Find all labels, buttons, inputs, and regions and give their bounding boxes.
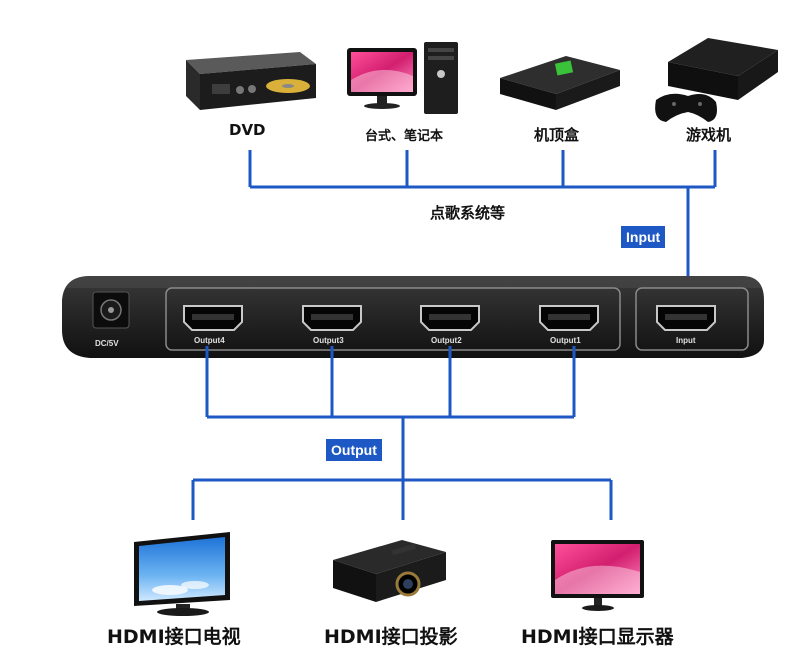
- input-port-frame: [635, 287, 749, 351]
- monitor-image: [551, 540, 644, 611]
- game-console-image: [655, 38, 778, 122]
- port-label-output3: Output3: [313, 336, 344, 345]
- output-badge: Output: [326, 439, 382, 461]
- port-label-output4: Output4: [194, 336, 225, 345]
- desktop-pc-image: [347, 42, 458, 114]
- monitor-label: HDMI接口显示器: [521, 626, 674, 648]
- karaoke-label: 点歌系统等: [430, 204, 506, 222]
- hdmi-port-output3: [302, 305, 362, 331]
- tv-image: [134, 532, 230, 616]
- output-ports-frame: [165, 287, 621, 351]
- set-top-box-image: [500, 56, 620, 110]
- pc-label: 台式、笔记本: [365, 129, 444, 144]
- projector-image: [333, 540, 446, 602]
- hdmi-port-output2: [420, 305, 480, 331]
- port-label-input: Input: [676, 336, 696, 345]
- power-label: DC/5V: [95, 339, 119, 348]
- hdmi-splitter: DC/5V Output4 Output3 Output2 Output1 In…: [62, 276, 764, 358]
- dvd-player-image: [186, 52, 316, 110]
- hdmi-port-output1: [539, 305, 599, 331]
- projector-label: HDMI接口投影: [324, 626, 458, 648]
- stb-label: 机顶盒: [534, 126, 580, 144]
- power-jack: [92, 291, 130, 329]
- tv-label: HDMI接口电视: [107, 626, 241, 648]
- port-label-output1: Output1: [550, 336, 581, 345]
- hdmi-port-input: [656, 305, 716, 331]
- console-label: 游戏机: [686, 126, 732, 144]
- dvd-label: DVD: [229, 121, 266, 139]
- source-wiring: [248, 150, 717, 290]
- port-label-output2: Output2: [431, 336, 462, 345]
- input-badge: Input: [621, 226, 666, 248]
- output-wiring: [191, 346, 613, 520]
- hdmi-port-output4: [183, 305, 243, 331]
